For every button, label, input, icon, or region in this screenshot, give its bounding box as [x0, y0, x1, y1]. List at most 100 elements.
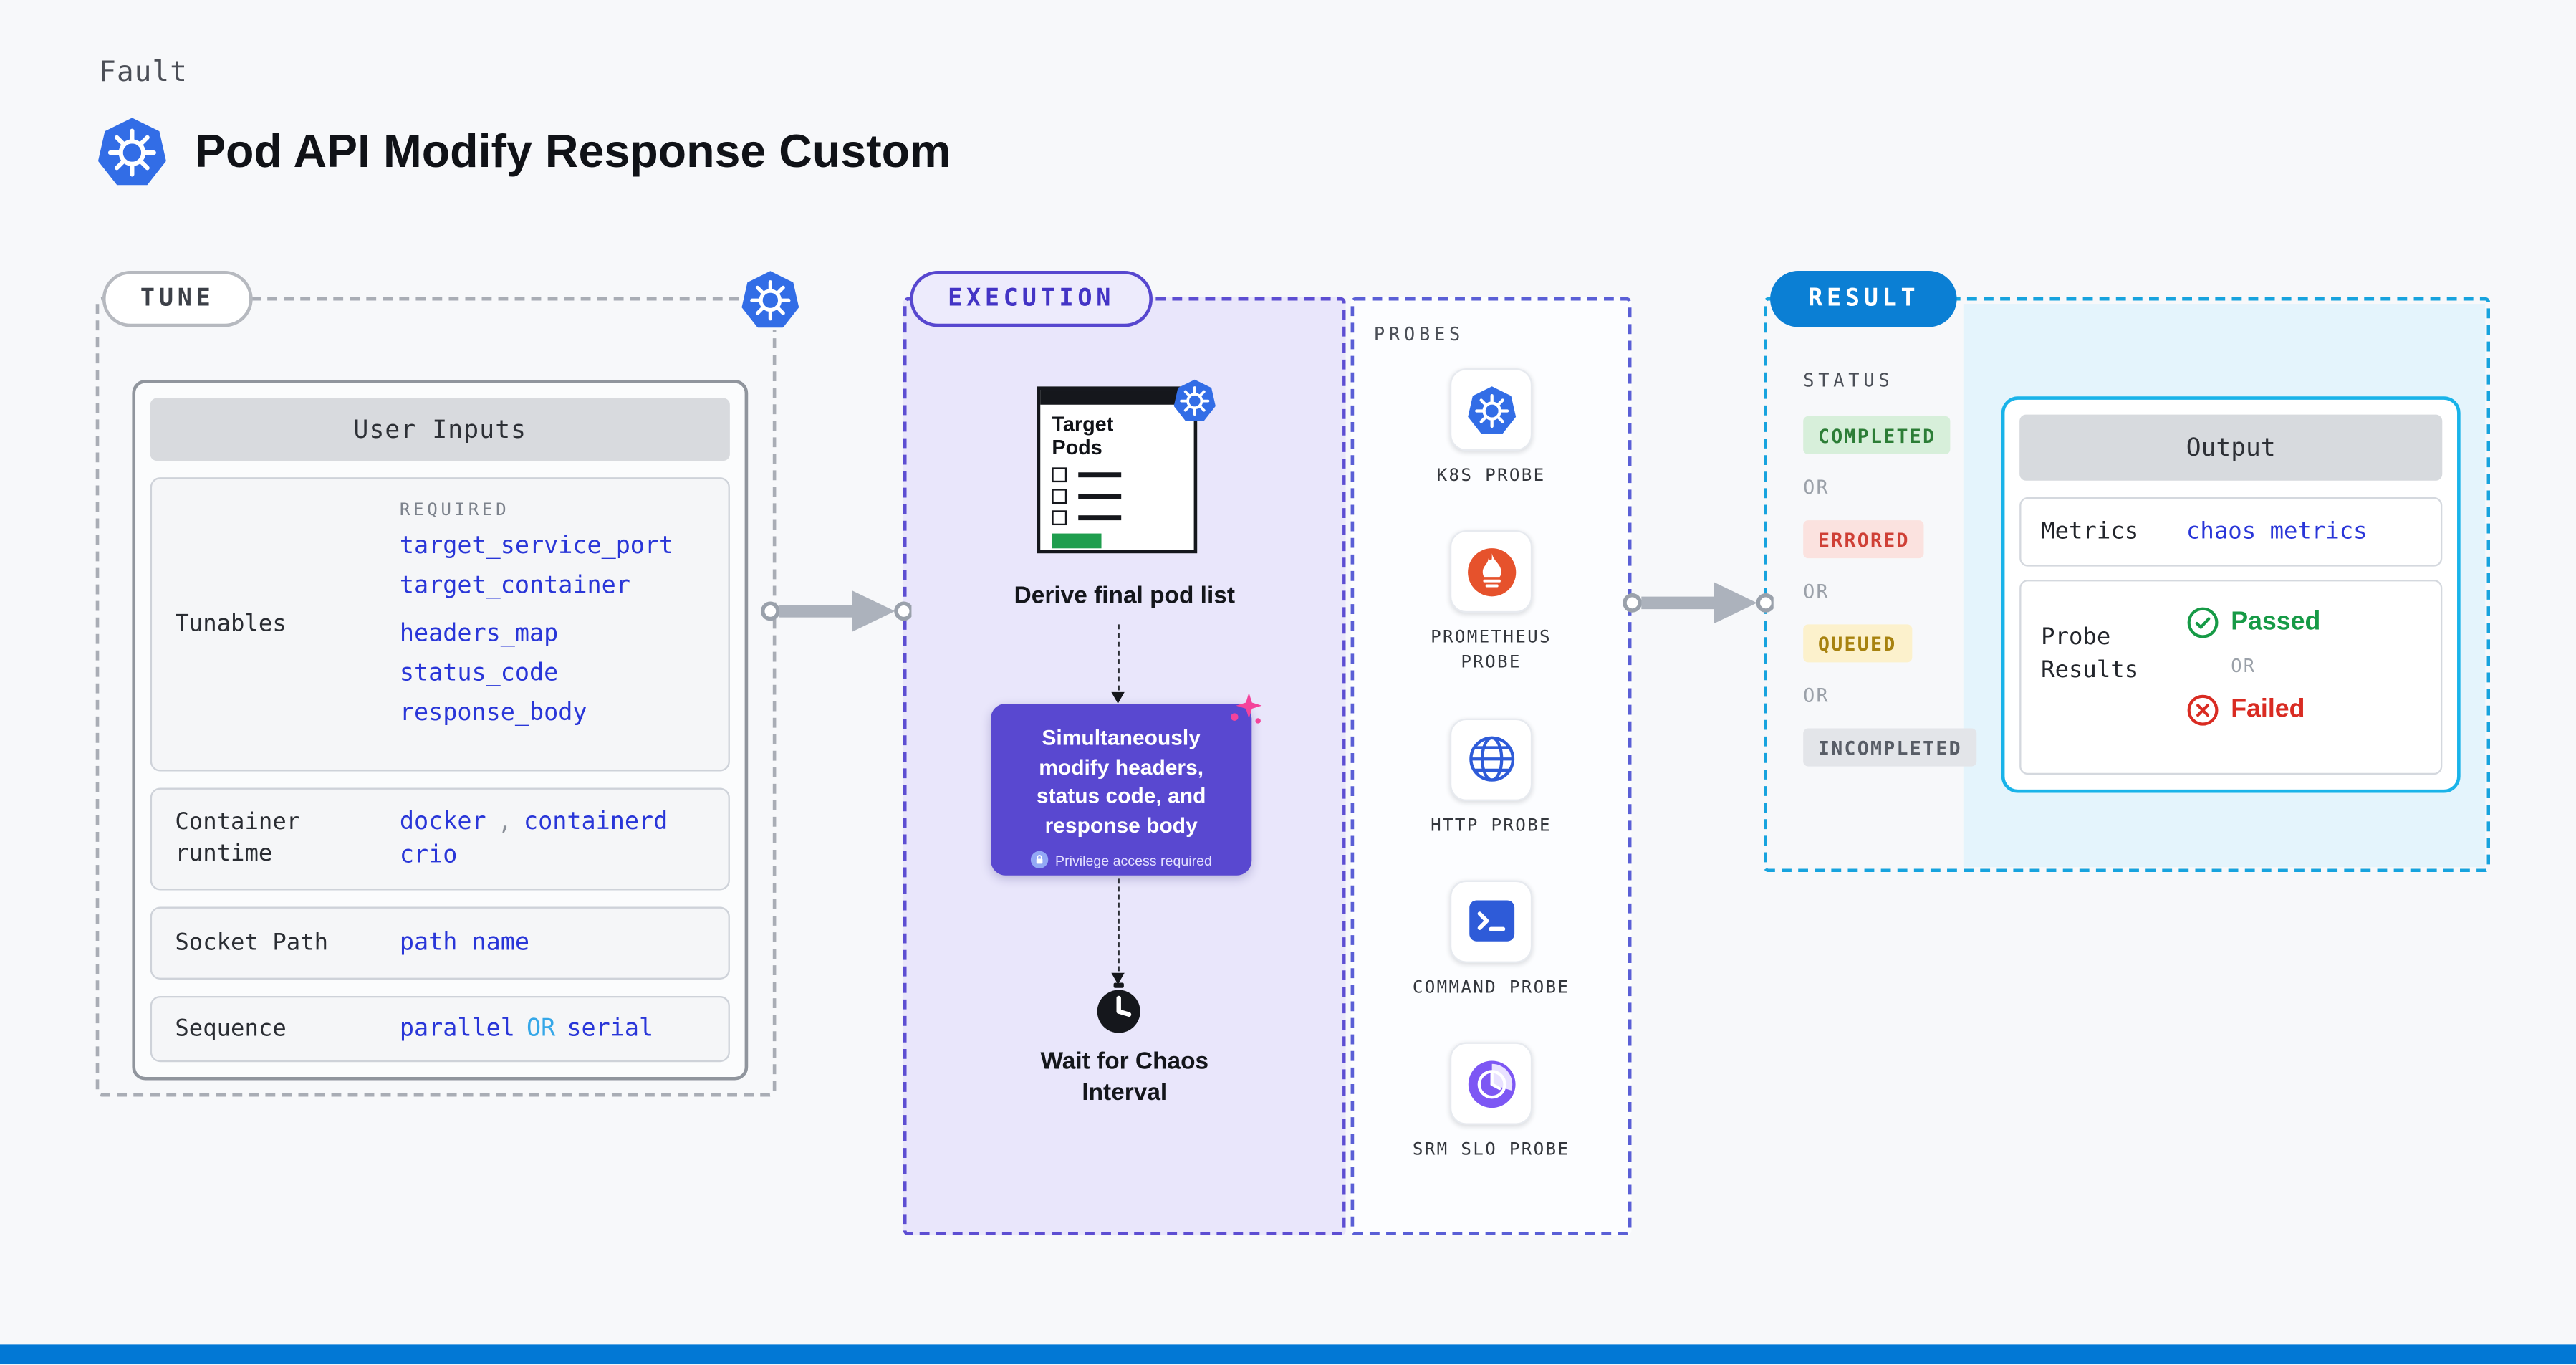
or-separator: OR [1803, 475, 1830, 499]
execution-label: EXECUTION [910, 271, 1153, 327]
metrics-row: Metrics chaos metrics [2019, 497, 2443, 567]
fault-action-text: Simultaneously modify headers, status co… [1036, 724, 1206, 837]
status-badge: QUEUED [1803, 624, 1912, 663]
passed-text: Passed [2231, 608, 2321, 636]
execution-section: EXECUTION Target Pods Derive final pod l… [903, 271, 1346, 1236]
container-runtime-label: Container runtime [175, 809, 301, 868]
tunable-link[interactable]: response_body [399, 700, 587, 727]
sequence-values: parallel OR serial [400, 1016, 653, 1043]
runtime-link-containerd[interactable]: containerd [524, 809, 668, 836]
checkbox-icon [1052, 488, 1067, 504]
sequence-serial[interactable]: serial [567, 1015, 654, 1043]
probe-card [1449, 880, 1533, 963]
metrics-value-link[interactable]: chaos metrics [2186, 518, 2368, 545]
probe-results-label: Probe Results [2041, 624, 2139, 685]
probe-card [1449, 717, 1533, 801]
output-card: Output Metrics chaos metrics Probe Resul… [2001, 396, 2461, 793]
probe-item: COMMAND PROBE [1410, 880, 1572, 1001]
progress-bar [1052, 532, 1102, 548]
slo-gauge-icon [1466, 1058, 1517, 1109]
lock-icon [1030, 851, 1049, 869]
x-circle-icon [2186, 694, 2219, 727]
footer-accent-bar [0, 1345, 2576, 1365]
runtime-separator: , [497, 809, 512, 836]
status-label: STATUS [1803, 370, 1894, 392]
kubernetes-icon [1466, 384, 1517, 435]
sequence-or: OR [526, 1015, 556, 1043]
failed-line: Failed [2186, 694, 2320, 727]
tunables-values: REQUIRED target_service_port target_cont… [400, 479, 729, 770]
kubernetes-icon [1172, 378, 1217, 423]
probes-label: PROBES [1373, 323, 1465, 345]
kubernetes-icon [96, 115, 168, 188]
probe-name: COMMAND PROBE [1412, 977, 1570, 998]
window-titlebar [1040, 390, 1194, 405]
page-title: Pod API Modify Response Custom [195, 125, 951, 177]
tune-section: TUNE User Inputs Tunables REQUIRED targe… [95, 269, 801, 1097]
metrics-label: Metrics [2041, 518, 2139, 545]
runtime-link-docker[interactable]: docker [399, 809, 486, 836]
status-column: STATUS COMPLETED OR ERRORED OR QUEUED OR… [1803, 370, 1977, 767]
tunable-link[interactable]: target_container [399, 573, 630, 600]
sequence-parallel[interactable]: parallel [399, 1015, 515, 1043]
result-label: RESULT [1770, 271, 1958, 327]
globe-icon [1466, 734, 1517, 785]
checkbox-icon [1052, 509, 1067, 525]
tunable-link[interactable]: status_code [399, 661, 559, 687]
probe-name: SRM SLO PROBE [1412, 1139, 1570, 1160]
probe-item: PROMETHEUS PROBE [1410, 530, 1572, 676]
passed-line: Passed [2186, 606, 2320, 639]
privilege-note-text: Privilege access required [1055, 851, 1212, 868]
probe-item: HTTP PROBE [1410, 717, 1572, 839]
or-separator: OR [2231, 656, 2257, 678]
flow-arrow [1622, 573, 1774, 633]
socket-path-value[interactable]: path name [399, 929, 529, 957]
socket-path-row: Socket Path path name [150, 906, 730, 980]
kubernetes-icon [739, 269, 801, 331]
list-line [1078, 494, 1122, 498]
probes-section: PROBES K8S PROBE PROMETHEUS PROBE HTTP P… [1350, 297, 1632, 1236]
failed-text: Failed [2231, 695, 2305, 724]
runtime-link-crio[interactable]: crio [399, 842, 458, 869]
fault-action-card: Simultaneously modify headers, status co… [991, 703, 1252, 876]
probe-results-row: Probe Results Passed OR Failed [2019, 580, 2443, 775]
derive-step-label: Derive final pod list [1014, 583, 1235, 610]
probe-card [1449, 530, 1533, 613]
user-inputs-header: User Inputs [150, 398, 730, 461]
container-runtime-values: docker , containerd crio [400, 790, 729, 889]
tunables-row: Tunables REQUIRED target_service_port ta… [150, 477, 730, 772]
status-badge: ERRORED [1803, 520, 1925, 559]
terminal-icon [1466, 896, 1517, 947]
probe-name: PROMETHEUS PROBE [1431, 628, 1552, 674]
probe-card [1449, 1042, 1533, 1126]
tunables-label: Tunables [175, 610, 287, 637]
title-row: Pod API Modify Response Custom [96, 115, 951, 188]
privilege-note: Privilege access required [1007, 851, 1235, 869]
probe-name: HTTP PROBE [1431, 815, 1552, 835]
probes-list: K8S PROBE PROMETHEUS PROBE HTTP PROBE CO… [1354, 368, 1628, 1163]
fault-kicker: Fault [99, 56, 188, 90]
list-line [1078, 472, 1122, 477]
container-runtime-row: Container runtime docker , containerd cr… [150, 787, 730, 891]
checkbox-icon [1052, 466, 1067, 482]
tune-label: TUNE [102, 271, 253, 327]
socket-path-label: Socket Path [175, 929, 329, 956]
flow-arrow [759, 581, 911, 641]
or-separator: OR [1803, 580, 1830, 603]
probe-results-values: Passed OR Failed [2186, 581, 2320, 772]
probe-name: K8S PROBE [1436, 466, 1546, 486]
list-line [1078, 515, 1122, 519]
required-label: REQUIRED [399, 500, 510, 521]
tunable-link[interactable]: target_service_port [399, 533, 674, 560]
probe-card [1449, 368, 1533, 451]
check-circle-icon [2186, 606, 2219, 639]
flow-arrow-down [1110, 624, 1125, 704]
status-badge: COMPLETED [1803, 416, 1951, 454]
flow-arrow-down [1110, 878, 1125, 985]
chaos-spark-icon [1231, 692, 1262, 724]
or-separator: OR [1803, 684, 1830, 707]
target-pods-title: Target Pods [1052, 413, 1114, 460]
tunable-link[interactable]: headers_map [399, 621, 559, 648]
target-pods-window: Target Pods [1037, 386, 1198, 554]
probe-item: K8S PROBE [1410, 368, 1572, 489]
